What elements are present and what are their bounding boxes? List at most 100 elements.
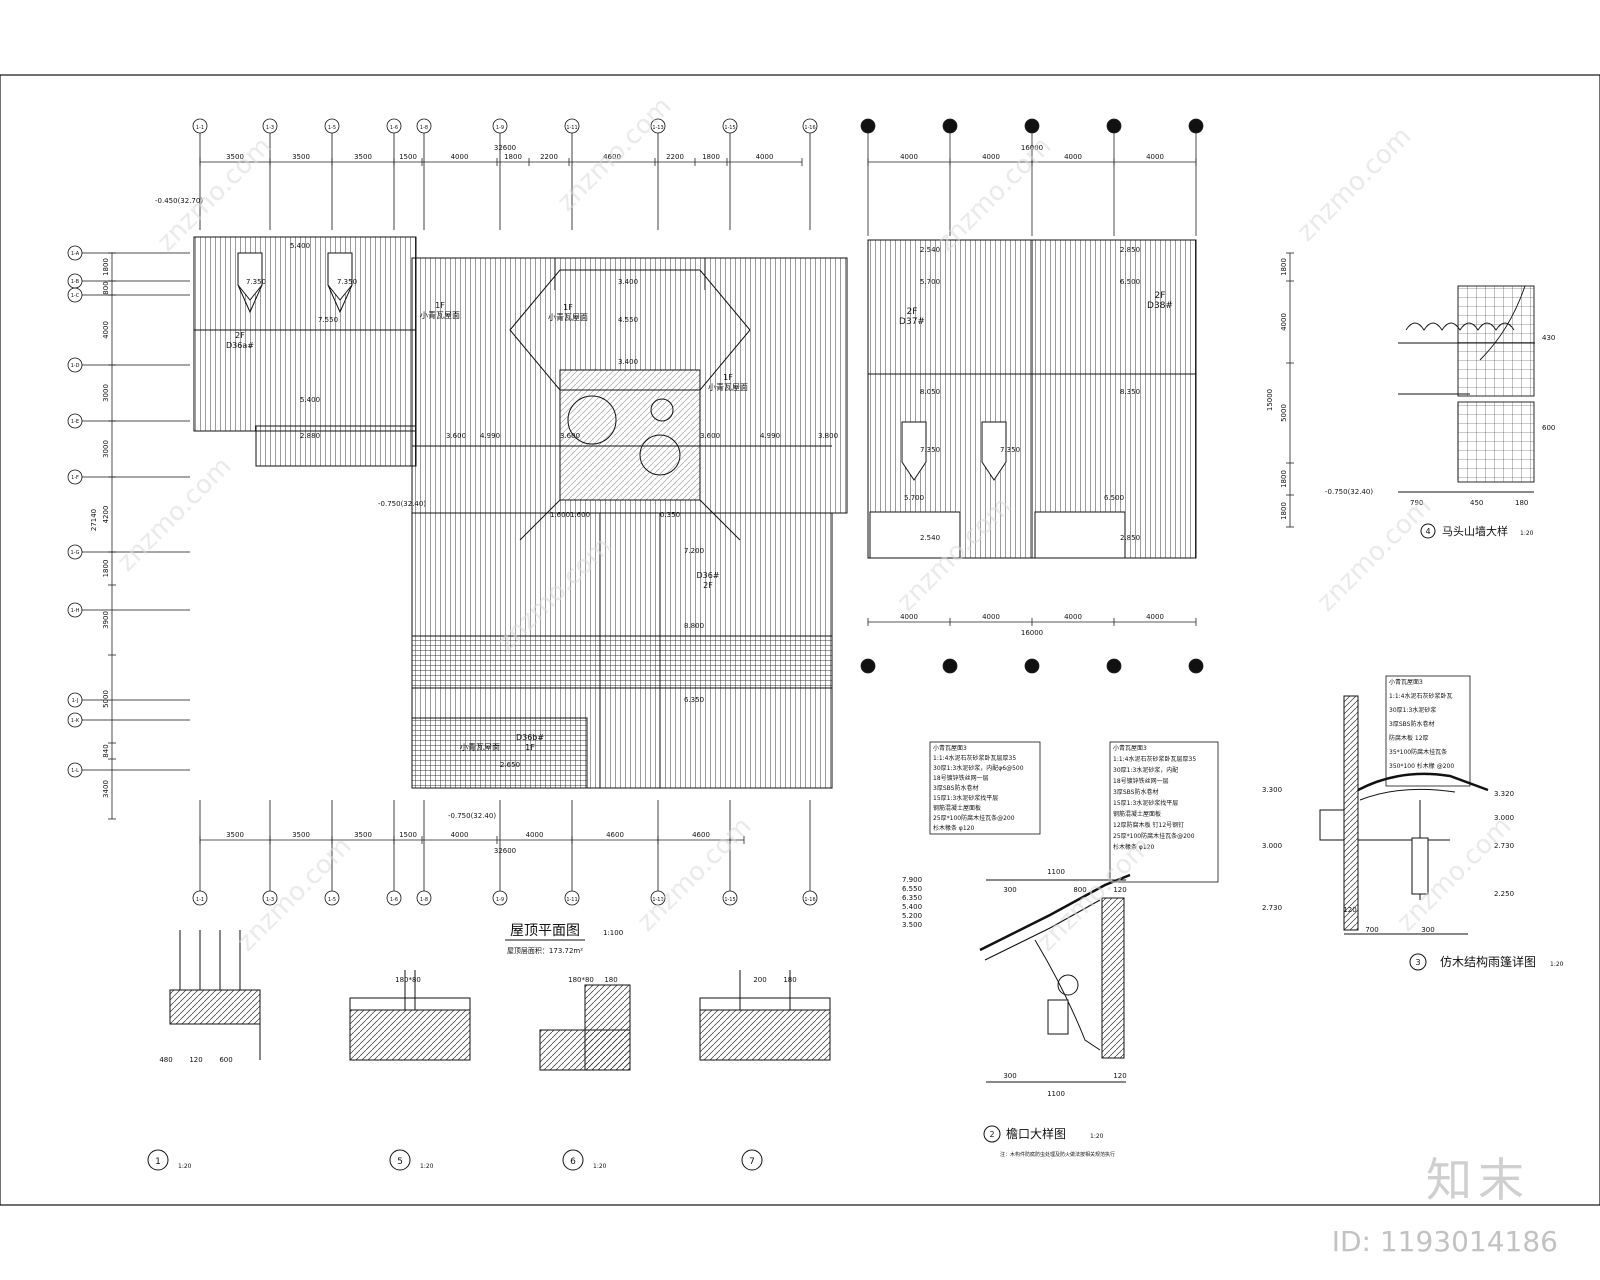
plan-side-dim-label: 5000 [102,690,110,708]
ridge-elevation: 3.600 [700,432,720,440]
ridge-elevation: 3.600 [446,432,466,440]
eave-dim: 120 [1113,1072,1126,1080]
ridge-elevation: 4.550 [618,316,638,324]
image-id: ID: 1193014186 [1331,1225,1558,1258]
watermark-text: znzmo.com [551,91,677,217]
detail-dim: 430 [1542,334,1555,342]
plan-bottom-dim-label: 4000 [526,831,544,839]
roof-zone-2f-d36a [193,236,417,432]
plan-top-dim-label: 1800 [702,153,720,161]
watermark-text: znzmo.com [1031,831,1157,957]
roof-zone-d36b [411,717,588,789]
right-ridge-elevation: 2.540 [920,534,940,542]
small-detail-bubble [562,1149,584,1171]
canopy-elevation: 3.320 [1494,790,1514,798]
grid-label-bottom: 1-9 [496,897,504,903]
right-elev-mark: -0.750(32.40) [1325,488,1373,496]
right-grid-bubble [860,658,876,674]
eave-dim: 800 [1073,886,1086,894]
grid-label-bottom: 1-6 [390,897,398,903]
small-detail-dim: 180*80 [395,976,421,984]
plan-side-dim-label: 4200 [102,506,110,524]
right-grid-bubble [1024,658,1040,674]
roof-zone-label: D36a# [226,341,254,350]
right-ridge-elevation: 6.500 [1104,494,1124,502]
right-grid-label: B-3 [1028,125,1036,131]
canopy-elevation: 2.250 [1494,890,1514,898]
ridge-elevation: 3.400 [618,358,638,366]
sheet-border [0,74,1600,1206]
right-plan-labels: 2.5405.7008.0502.5402.8506.5008.3502.850… [899,246,1373,542]
right-top-dim-label: 4000 [900,153,918,161]
plan-side-dim-label: 1800 [102,560,110,578]
hip-lines [519,499,741,541]
spec-b-line: 钢筋混凝土屋面板 [1113,810,1161,818]
detail-scale: 1:20 [1090,1133,1104,1140]
right-bottom-dim-label: 4000 [1146,613,1164,621]
roof-zone-label: 小青瓦屋面 [548,312,588,322]
detail-scale: 1:20 [1550,961,1564,968]
plan-overall-dim: 32600 [494,144,516,152]
spec-a-line: 小青瓦屋面3 [933,744,967,752]
spec-a-line: 25厚*100防腐木挂瓦条@200 [933,814,1015,822]
roof-zone-label: D36b# [516,733,544,742]
courtyard-round-bed [567,395,617,445]
right-grid-bubble [1188,658,1204,674]
small-detail-number: 7 [749,1157,755,1167]
spec-c-line: 防腐木板 12厚 [1389,734,1429,742]
spec-b-line: 小青瓦屋面3 [1113,744,1147,752]
spec-a-line: 18号镀锌铁丝网一层 [933,774,989,782]
grid-label-top: 1-9 [496,125,504,131]
grid-label-bottom: 1-15 [724,897,735,903]
grid-label-left: 1-D [71,363,80,369]
spec-b-line: 30厚1:3水泥砂浆，内配 [1113,766,1178,774]
ridge-elevation: 4.990 [760,432,780,440]
plan-bottom-dim-label: 4000 [451,831,469,839]
grid-label-bottom: 1-1 [196,897,204,903]
detail-dim: 180 [1515,499,1528,507]
right-side-total: 15000 [1266,389,1274,411]
right-zone-label: D37# [899,317,925,327]
eave-dim: 300 [1003,886,1016,894]
right-grid-label: B-4 [1110,125,1118,131]
roof-zone-label: 1F [525,743,535,752]
right-side-dim-label: 1800 [1280,470,1288,488]
roof-zone-label: 小青瓦屋面 [708,382,748,392]
right-ridge-elevation: 2.850 [1120,246,1140,254]
detail-scale: 1:20 [1520,530,1534,537]
grid-label-left: 1-K [71,718,80,724]
grid-label-left: 1-E [71,419,79,425]
right-ridge-elevation: 7.350 [1000,446,1020,454]
small-detail-dim: 480 [159,1056,172,1064]
canopy-elevation: 3.000 [1494,814,1514,822]
spec-a-line: 3厚SBS防水卷材 [933,784,978,792]
right-ridge-elevation: 6.500 [1120,278,1140,286]
roof-zone-label: 1F [563,303,573,312]
right-grid-label: B-5 [1192,665,1200,671]
detail-number-bubble [1420,523,1436,539]
spec-c-line: 3厚SBS防水卷材 [1389,720,1434,728]
detail-canopy [1319,695,1489,935]
roof-zone-label: D36# [696,571,719,580]
right-grid-label: B-1 [864,125,872,131]
spec-b-line: 12厚防腐木板 钉12号钢钉 [1113,821,1184,829]
spec-c-line: 350*100 杉木椽 @200 [1389,762,1454,770]
detail-title: 檐口大样图 [1006,1126,1066,1141]
small-detail-dim: 200 [753,976,766,984]
spec-b-line: 25厚*100防腐木挂瓦条@200 [1113,832,1195,840]
right-side-dim-label: 1800 [1280,502,1288,520]
right-grid-label: B-5 [1192,125,1200,131]
plan-side-dim-label: 3400 [102,780,110,798]
detail-mtq [1398,285,1535,493]
small-detail-dim: 600 [219,1056,232,1064]
detail-title: 马头山墙大样 [1442,524,1508,538]
grid-label-top: 1-11 [566,125,577,131]
grid-label-bottom: 1-11 [566,897,577,903]
watermark-text: znzmo.com [231,831,357,957]
spec-c-line: 30厚1:3水泥砂浆 [1389,706,1436,714]
plan-top-dim-label: 4600 [603,153,621,161]
